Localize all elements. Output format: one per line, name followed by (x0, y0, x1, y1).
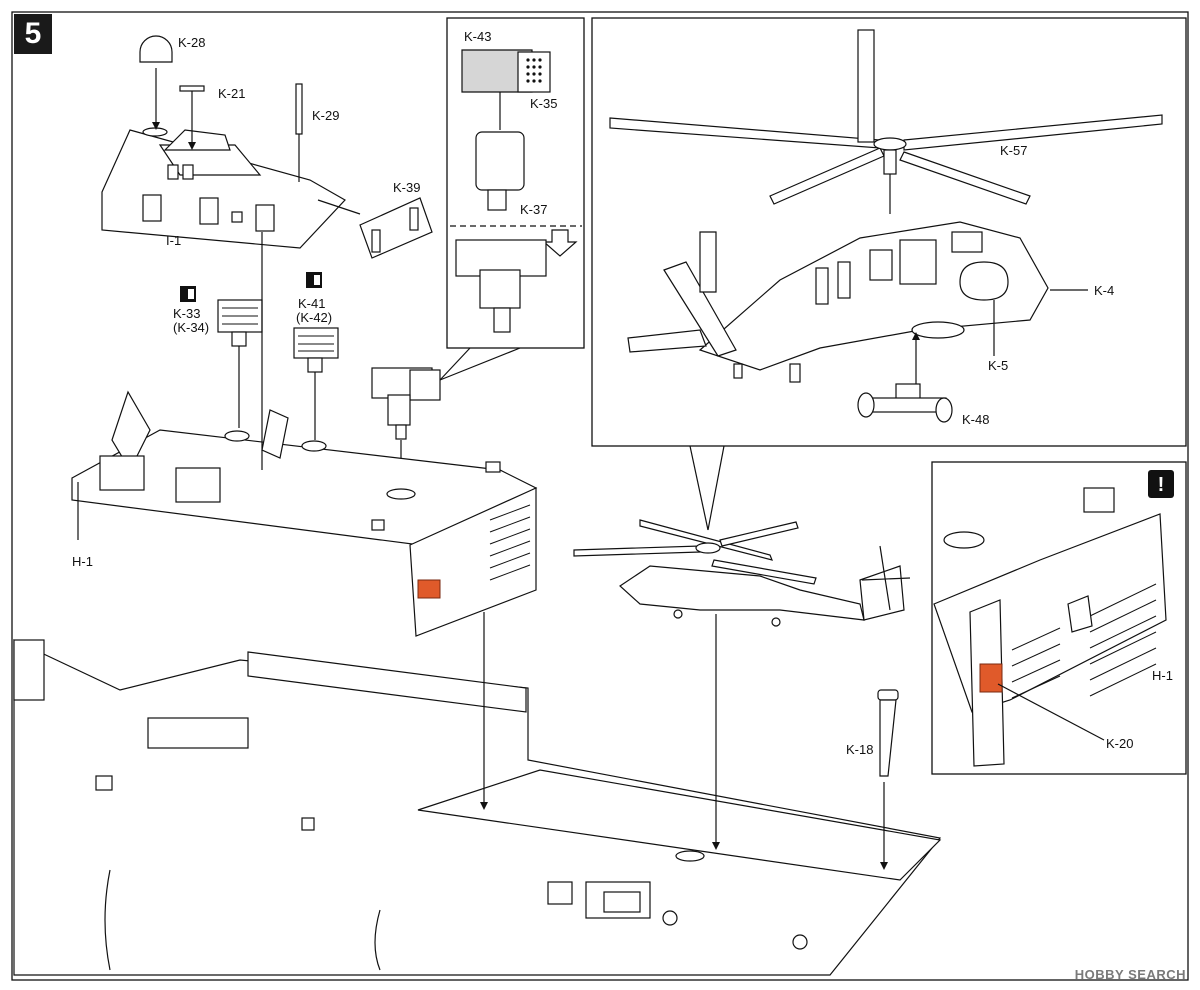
part-label-k57: K-57 (1000, 143, 1027, 158)
part-label-k37: K-37 (520, 202, 547, 217)
part-label-k34: (K-34) (173, 320, 209, 335)
part-label-k42: (K-42) (296, 310, 332, 325)
part-label-k35: K-35 (530, 96, 557, 111)
detail-box-k43 (446, 17, 585, 349)
part-label-h1: H-1 (72, 554, 93, 569)
step-frame (11, 11, 1189, 981)
part-label-h1-detail: H-1 (1152, 668, 1173, 683)
helicopter-detail-box (591, 17, 1187, 447)
warning-icon: ! (1148, 470, 1174, 498)
arrow-down-icon (542, 229, 578, 257)
part-label-k29: K-29 (312, 108, 339, 123)
part-k21 (179, 85, 205, 150)
part-k37 (475, 131, 525, 211)
part-label-k41: K-41 (298, 296, 325, 311)
warning-icon-glyph: ! (1158, 474, 1165, 496)
part-label-k33: K-33 (173, 306, 200, 321)
part-k48 (857, 332, 953, 423)
orientation-icon-k41 (306, 272, 322, 288)
part-k43-k37-combined (455, 239, 547, 333)
part-k18 (877, 689, 899, 870)
part-label-k39: K-39 (393, 180, 420, 195)
deck-h1 (71, 390, 538, 637)
part-label-k21: K-21 (218, 86, 245, 101)
part-k29 (295, 83, 303, 182)
ship-hull (13, 639, 942, 976)
part-label-k20: K-20 (1106, 736, 1133, 751)
part-k57 (609, 29, 1163, 214)
superstructure-i1 (101, 127, 346, 249)
part-label-k4: K-4 (1094, 283, 1114, 298)
part-label-k43: K-43 (464, 29, 491, 44)
part-k4 (627, 221, 1088, 383)
detail-box-h1 (931, 461, 1187, 775)
watermark: HOBBY SEARCH (1074, 967, 1186, 982)
deck-h1-detail (933, 487, 1167, 767)
part-label-k28: K-28 (178, 35, 205, 50)
part-k41 (293, 327, 339, 440)
part-k39 (317, 197, 433, 259)
part-k43-assembled (371, 367, 441, 490)
helicopter-assembled (573, 519, 911, 627)
part-label-k18: K-18 (846, 742, 873, 757)
part-label-k48: K-48 (962, 412, 989, 427)
step-number-badge: 5 (14, 14, 52, 54)
part-label-k5: K-5 (988, 358, 1008, 373)
part-k43 (461, 49, 551, 93)
part-k33 (217, 299, 263, 428)
part-k28 (139, 35, 173, 130)
orientation-icon-k33 (180, 286, 196, 302)
part-label-i1: I-1 (166, 233, 181, 248)
